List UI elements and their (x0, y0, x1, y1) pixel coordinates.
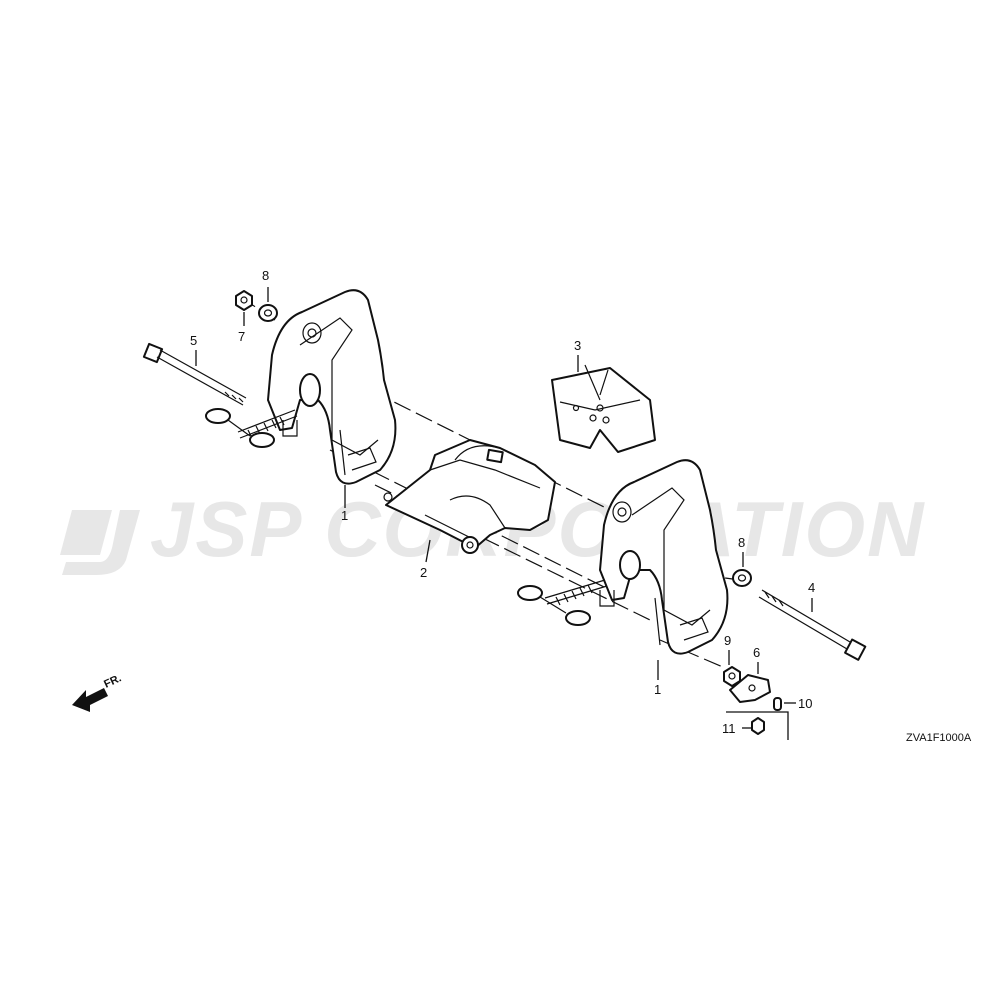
callout-7: 7 (238, 329, 245, 344)
front-arrow-icon (72, 688, 108, 712)
front-indicator: FR. (72, 672, 123, 712)
washer-right (732, 569, 752, 587)
callout-labels: 8 7 5 1 3 2 1 8 4 9 6 10 11 (190, 268, 815, 736)
diagram-code: ZVA1F1000A (906, 732, 972, 744)
bolt-long-lower (758, 589, 867, 661)
callout-5: 5 (190, 333, 197, 348)
nut-upper (235, 290, 253, 311)
callout-11: 11 (722, 721, 736, 736)
callout-3: 3 (574, 338, 581, 353)
callout-8-upper: 8 (262, 268, 269, 283)
left-clamp-screw (205, 408, 298, 448)
callout-9: 9 (724, 633, 731, 648)
callout-8-right: 8 (738, 535, 745, 550)
front-label: FR. (102, 672, 123, 690)
washer-upper (258, 304, 278, 322)
callout-1-left: 1 (341, 508, 348, 523)
bolt-long-upper (142, 342, 247, 406)
anode-block (551, 364, 656, 453)
callout-4: 4 (808, 580, 815, 595)
right-clamp-bracket (599, 459, 729, 655)
left-clamp-bracket (267, 289, 397, 485)
pin-part (773, 697, 782, 711)
small-nut (751, 717, 765, 735)
right-clamp-screw (517, 579, 608, 626)
clip-part (729, 674, 771, 703)
callout-10: 10 (798, 696, 812, 711)
callout-2: 2 (420, 565, 427, 580)
callout-6: 6 (753, 645, 760, 660)
leader-lines (195, 287, 813, 740)
callout-1-right: 1 (654, 682, 661, 697)
center-stern-bracket (383, 439, 556, 554)
